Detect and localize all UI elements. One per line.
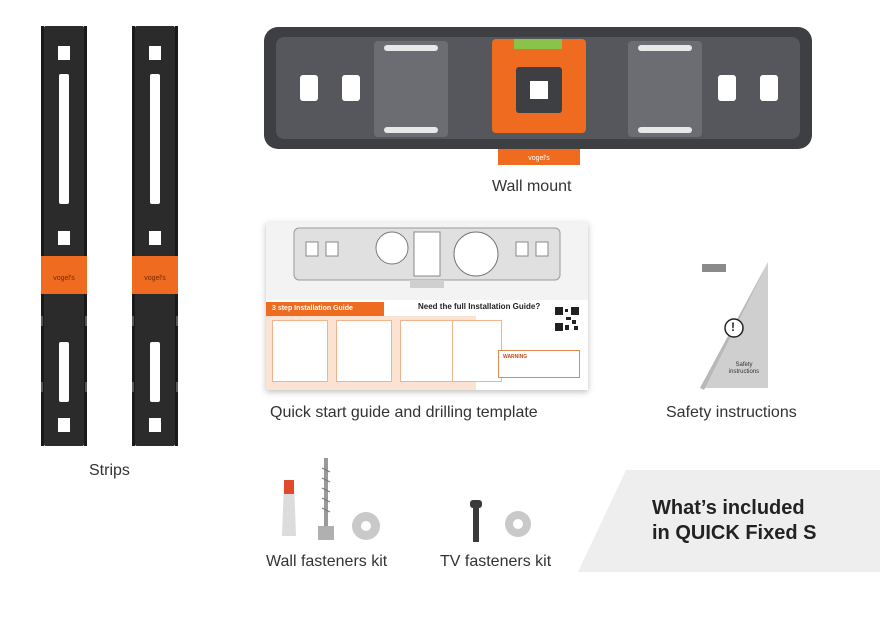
title-panel — [578, 470, 880, 572]
wall-mount-graphic: vogel's — [264, 27, 812, 165]
strip-left: vogel's — [39, 26, 89, 446]
wall-fasteners-caption: Wall fasteners kit — [266, 553, 388, 570]
tv-fasteners-caption: TV fasteners kit — [440, 553, 552, 570]
drilling-template-graphic — [293, 227, 561, 288]
quick-start-guide: 3 step Installation Guide Need the full … — [266, 222, 588, 390]
safety-card-graphic — [700, 262, 768, 390]
guide-step-1 — [272, 320, 328, 382]
wall-mount-caption: Wall mount — [492, 178, 572, 195]
safety-instructions-card: ! Safety instructions — [700, 262, 768, 392]
qr-code-graphic — [554, 306, 580, 332]
wall-fasteners-kit — [278, 458, 388, 546]
warning-icon: ! — [731, 320, 735, 334]
strip-right-graphic: vogel's — [130, 26, 180, 446]
safety-caption: Safety instructions — [666, 404, 797, 421]
guide-step-3 — [400, 320, 456, 382]
guide-need-text: Need the full Installation Guide? — [418, 302, 541, 311]
panel-title: What’s included in QUICK Fixed S — [652, 497, 817, 544]
safety-card-label: Safety instructions — [728, 362, 760, 375]
strip-left-graphic: vogel's — [39, 26, 89, 446]
wall-fasteners-graphic — [282, 458, 380, 540]
guide-warning: WARNING — [498, 350, 580, 378]
wall-mount: vogel's — [262, 27, 814, 177]
tv-fasteners-graphic — [470, 500, 531, 542]
svg-text:vogel's: vogel's — [144, 275, 166, 282]
svg-text:vogel's: vogel's — [53, 275, 75, 282]
tv-fasteners-kit — [464, 500, 544, 546]
guide-banner: 3 step Installation Guide — [266, 302, 384, 316]
svg-text:vogel's: vogel's — [528, 155, 550, 162]
qr-code — [554, 306, 580, 340]
strip-right: vogel's — [130, 26, 180, 446]
guide-caption: Quick start guide and drilling template — [270, 404, 538, 421]
guide-step-2 — [336, 320, 392, 382]
guide-step-4 — [452, 320, 502, 382]
drilling-template — [266, 222, 588, 300]
strips-caption: Strips — [89, 462, 130, 479]
